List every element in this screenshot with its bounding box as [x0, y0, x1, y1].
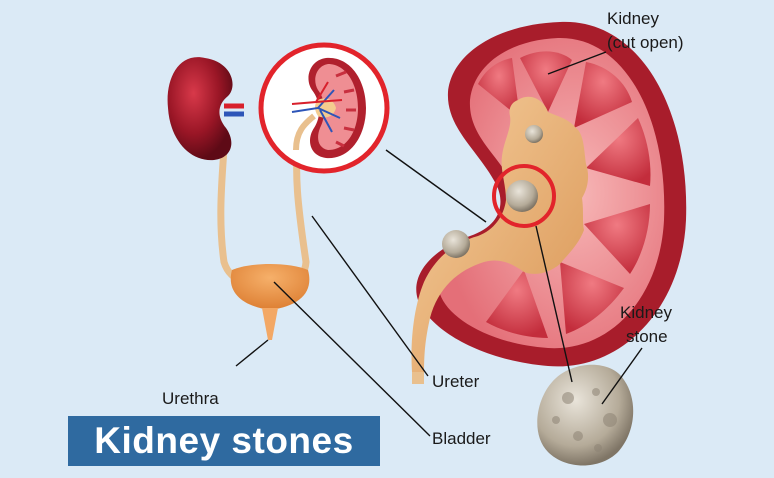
- title-banner: Kidney stones: [68, 416, 380, 466]
- label-bladder: Bladder: [432, 429, 491, 448]
- label-urethra: Urethra: [162, 389, 219, 408]
- left-ureter: [217, 147, 242, 284]
- label-kidney-stone-line2: stone: [626, 327, 668, 346]
- zoom-circle: [258, 42, 390, 174]
- label-kidney-cut-open-line2: (cut open): [607, 33, 684, 52]
- label-kidney-cut-open-line1: Kidney: [607, 9, 659, 28]
- kidney-stone-icon: [537, 364, 634, 466]
- stone-highlight-ring: [492, 164, 556, 228]
- kidney-cross-section: [411, 21, 687, 384]
- bladder-icon: [230, 264, 310, 310]
- renal-pelvis: [411, 96, 589, 372]
- kidney-stone-icon: [525, 125, 543, 143]
- ureter-tube: [412, 372, 424, 384]
- urethra-tube: [262, 308, 278, 340]
- kidney-stone-icon: [506, 180, 538, 212]
- kidney-stone-icon: [442, 230, 470, 258]
- kidney-icon: [167, 57, 233, 161]
- label-kidney-stone-line1: Kidney: [620, 303, 672, 322]
- renal-pyramids: [478, 51, 651, 338]
- label-ureter: Ureter: [432, 372, 480, 391]
- page-title: Kidney stones: [94, 420, 354, 461]
- leader-lines: [235, 51, 643, 437]
- kidney-stone-closeup: [537, 364, 634, 466]
